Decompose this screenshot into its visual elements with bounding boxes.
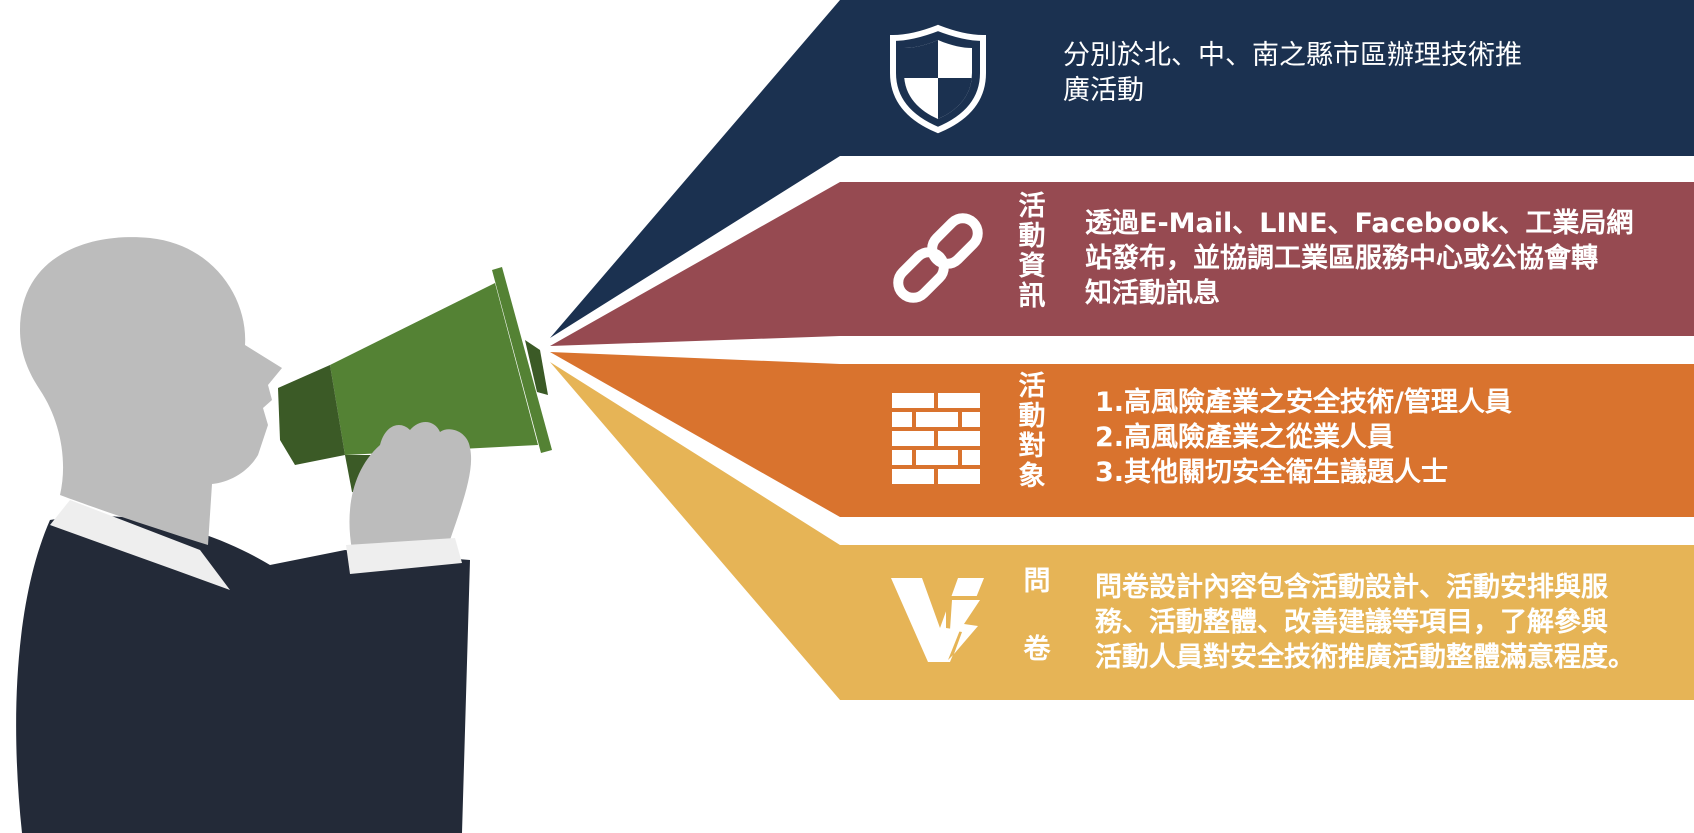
band-4-line-3: 活動人員對安全技術推廣活動整體滿意程度。 bbox=[1095, 642, 1635, 673]
band-2-line-1: 透過E-Mail、LINE、Facebook、工業局網 bbox=[1085, 208, 1634, 239]
band-3-label: 活 動 對 象 bbox=[1015, 372, 1049, 492]
band-3-line-3: 3.其他關切安全衛生議題人士 bbox=[1095, 457, 1449, 488]
megaphone-horn bbox=[330, 283, 538, 455]
band-3-label-char: 象 bbox=[1018, 461, 1046, 492]
megaphone-mouthpiece bbox=[278, 365, 345, 465]
band-1-background bbox=[550, 0, 1694, 338]
suit-body bbox=[16, 516, 470, 833]
band-2-label-char: 動 bbox=[1018, 221, 1046, 252]
megaphone-rim bbox=[492, 267, 552, 453]
band-3-label-char: 活 bbox=[1018, 371, 1046, 402]
band-3-description: 1.高風險產業之安全技術/管理人員 2.高風險產業之從業人員 3.其他關切安全衛… bbox=[1095, 385, 1512, 490]
band-4-background bbox=[550, 362, 1694, 700]
head bbox=[20, 237, 282, 545]
band-1-line-2: 廣活動 bbox=[1063, 75, 1144, 106]
band-2-label-char: 資 bbox=[1018, 251, 1046, 282]
band-4-description: 問卷設計內容包含活動設計、活動安排與服 務、活動整體、改善建議等項目，了解參與 … bbox=[1095, 570, 1635, 675]
holding-hand bbox=[346, 421, 472, 574]
band-2-line-2: 站發布，並協調工業區服務中心或公協會轉 bbox=[1085, 243, 1598, 274]
band-4-line-1: 問卷設計內容包含活動設計、活動安排與服 bbox=[1095, 572, 1608, 603]
band-3-label-char: 動 bbox=[1018, 401, 1046, 432]
brick-wall-icon bbox=[892, 393, 980, 484]
band-4-label: 問 卷 bbox=[1020, 548, 1054, 684]
band-3-line-1: 1.高風險產業之安全技術/管理人員 bbox=[1095, 387, 1512, 418]
band-2-background bbox=[550, 182, 1694, 346]
band-1-line-1: 分別於北、中、南之縣市區辦理技術推 bbox=[1063, 40, 1522, 71]
band-4-label-char: 問 bbox=[1023, 566, 1051, 597]
band-3-line-2: 2.高風險產業之從業人員 bbox=[1095, 422, 1395, 453]
band-4-label-char: 卷 bbox=[1023, 634, 1051, 665]
band-2-label-char: 訊 bbox=[1018, 281, 1046, 312]
band-2-label-char: 活 bbox=[1018, 191, 1046, 222]
band-2-label: 活 動 資 訊 bbox=[1015, 192, 1049, 312]
link-icon bbox=[893, 213, 983, 303]
shirt-cuff bbox=[346, 538, 462, 574]
speaker-silhouette bbox=[16, 237, 470, 833]
band-2-description: 透過E-Mail、LINE、Facebook、工業局網 站發布，並協調工業區服務… bbox=[1085, 206, 1633, 311]
band-4-line-2: 務、活動整體、改善建議等項目，了解參與 bbox=[1095, 607, 1608, 638]
megaphone-rim-cap bbox=[525, 340, 548, 395]
v3-logo-icon bbox=[891, 578, 984, 662]
band-2-line-3: 知活動訊息 bbox=[1085, 278, 1220, 309]
shield-icon bbox=[890, 24, 986, 134]
shirt-collar bbox=[50, 500, 230, 590]
hand bbox=[349, 421, 472, 560]
band-1-description: 分別於北、中、南之縣市區辦理技術推 廣活動 bbox=[1063, 38, 1522, 108]
band-3-label-char: 對 bbox=[1018, 431, 1046, 462]
band-3-background bbox=[550, 352, 1694, 517]
